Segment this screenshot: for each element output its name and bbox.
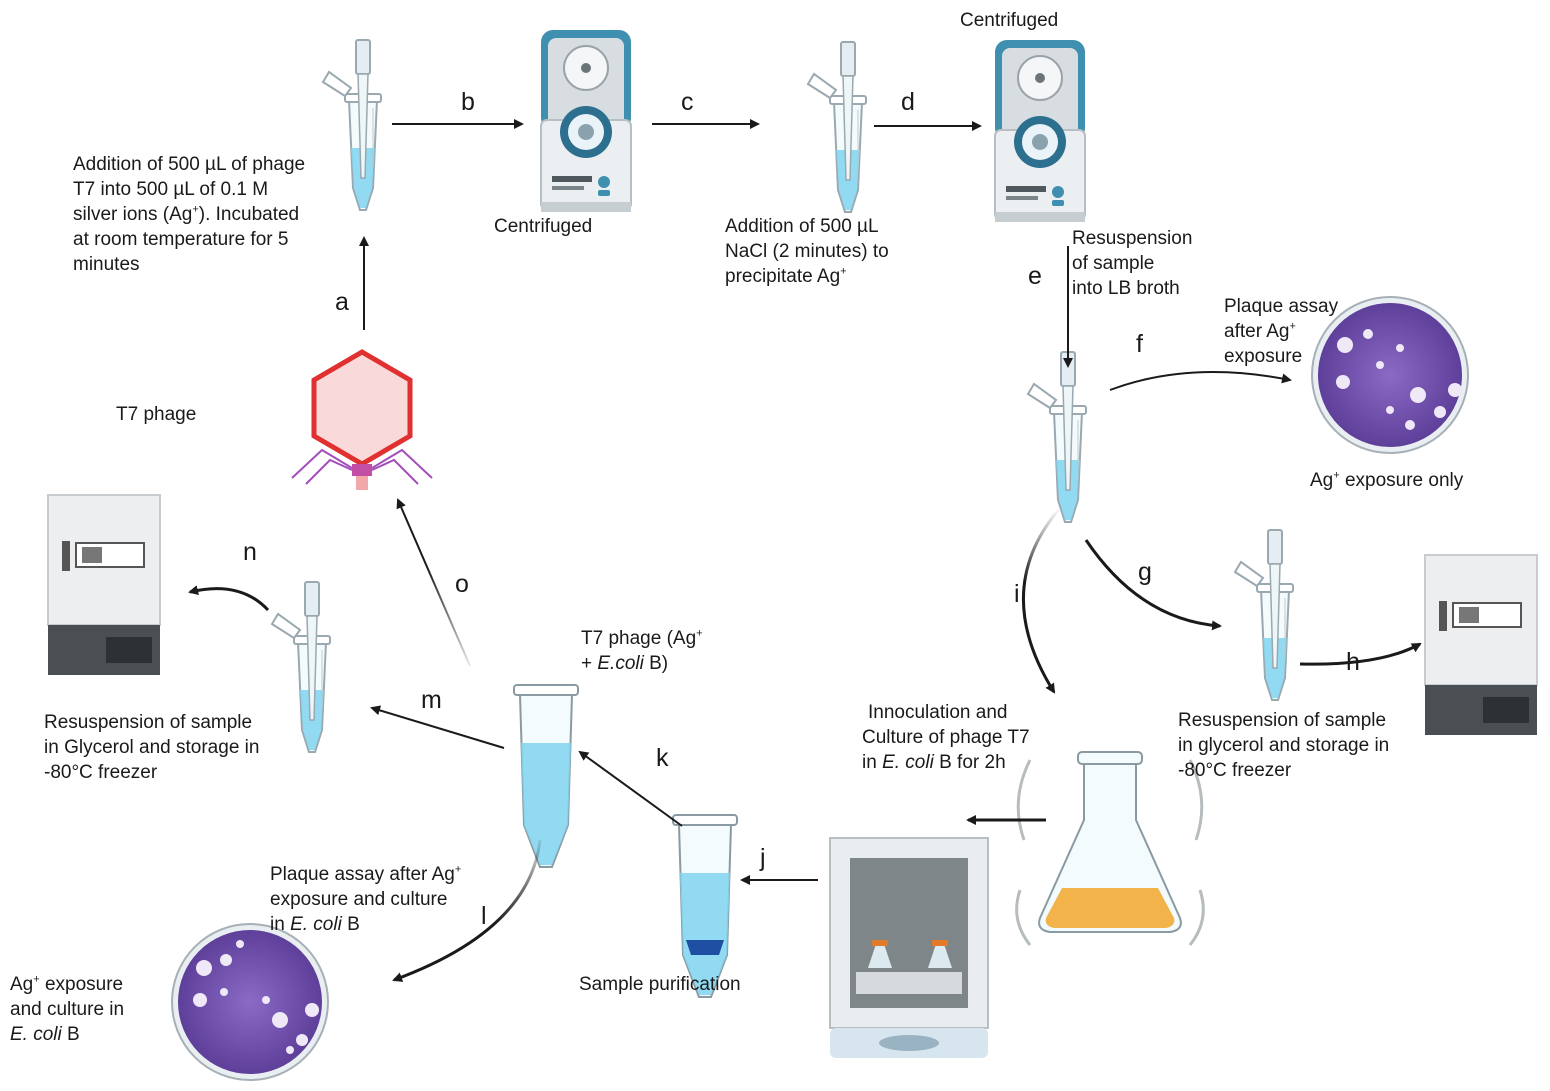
centrifuged-label-1: Centrifuged xyxy=(494,216,593,237)
arrow-o xyxy=(396,498,471,667)
step-a-caption: Addition of 500 µL of phage T7 into 500 … xyxy=(73,154,306,275)
ag-exposure-culture-caption: Ag+ exposure and culture in E. coli B xyxy=(10,973,125,1045)
tube-t7-ecoli-icon xyxy=(513,684,579,868)
step-e-label: e xyxy=(1028,262,1042,290)
ag-exposure-only-label: Ag+ exposure only xyxy=(1310,469,1464,491)
plaque-plate-2-icon xyxy=(171,923,329,1081)
step-o-label: o xyxy=(455,570,469,598)
glycerol-right-caption: Resuspension of sample in glycerol and s… xyxy=(1178,710,1390,781)
centrifuge-1-icon xyxy=(540,29,632,213)
plaque-plate-1-icon xyxy=(1311,296,1469,454)
step-g-label: g xyxy=(1138,558,1152,586)
step-i-label: i xyxy=(1014,580,1020,608)
arrow-m xyxy=(370,705,505,749)
freezer-right-icon xyxy=(1424,554,1538,736)
tube-glycerol-left-icon xyxy=(271,581,331,753)
t7-phage-label: T7 phage xyxy=(116,404,197,425)
step-j-label: j xyxy=(760,844,766,872)
tube-lb-broth-icon xyxy=(1027,351,1087,523)
tube-nacl-icon xyxy=(807,41,867,213)
tube-phage-silver-icon xyxy=(322,39,382,211)
culture-flask-icon xyxy=(1015,751,1205,946)
nacl-caption: Addition of 500 µL NaCl (2 minutes) to p… xyxy=(725,216,889,287)
tube-purification-icon xyxy=(672,814,738,998)
step-d-label: d xyxy=(901,88,915,116)
tube-glycerol-right-icon xyxy=(1234,529,1294,701)
arrow-i xyxy=(1021,507,1062,694)
plaque-assay-1-caption: Plaque assay after Ag+ exposure xyxy=(1224,296,1339,367)
plaque-assay-2-caption: Plaque assay after Ag+ exposure and cult… xyxy=(270,863,462,935)
step-h-label: h xyxy=(1346,648,1360,676)
centrifuged-label-2: Centrifuged xyxy=(960,10,1059,31)
t7-phage-icon xyxy=(291,349,433,490)
sample-purification-label: Sample purification xyxy=(579,974,741,995)
arrow-n xyxy=(188,585,270,612)
innoculation-caption: Innoculation and Culture of phage T7 in … xyxy=(862,702,1030,773)
t7-ag-ecoli-caption: T7 phage (Ag+ + E.coli B) xyxy=(581,627,703,674)
arrow-g xyxy=(1084,539,1222,631)
centrifuge-2-icon xyxy=(994,39,1086,223)
step-n-label: n xyxy=(243,538,257,566)
step-c-label: c xyxy=(681,88,694,116)
arrow-k xyxy=(578,750,683,827)
step-k-label: k xyxy=(656,744,669,772)
step-b-label: b xyxy=(461,88,475,116)
step-m-label: m xyxy=(421,686,442,714)
glycerol-left-caption: Resuspension of sample in Glycerol and s… xyxy=(44,712,260,783)
step-l-label: l xyxy=(481,902,487,930)
freezer-left-icon xyxy=(47,494,161,676)
resuspension-lb-caption: Resuspension of sample into LB broth xyxy=(1072,228,1193,299)
step-a-label: a xyxy=(335,288,349,316)
incubator-shaker-icon xyxy=(829,837,989,1058)
arrow-f xyxy=(1109,371,1292,391)
step-f-label: f xyxy=(1136,330,1143,358)
arrow-l xyxy=(392,839,542,982)
arrow-h xyxy=(1299,642,1422,666)
